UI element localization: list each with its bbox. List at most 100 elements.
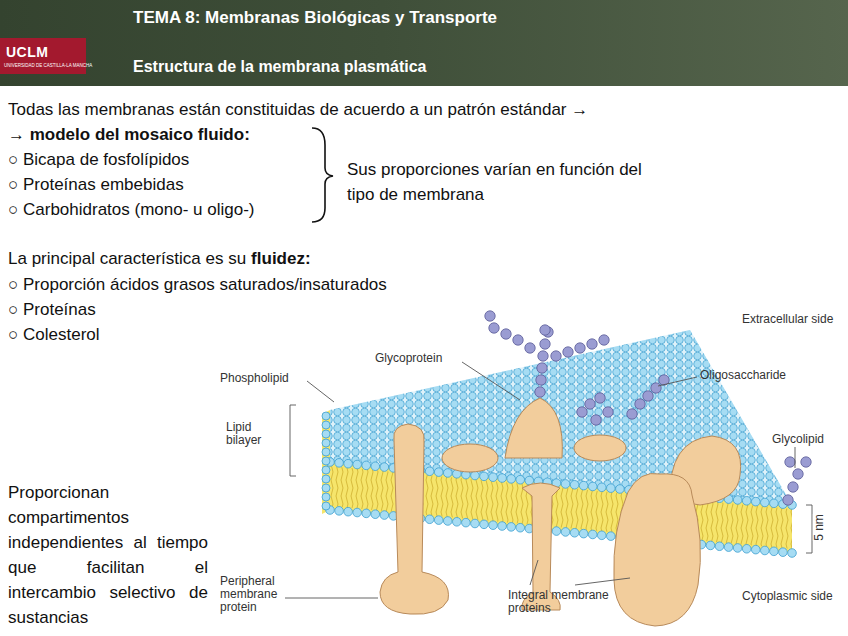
phospholipid-head bbox=[471, 519, 480, 528]
slide-subtitle: Estructura de la membrana plasmática bbox=[133, 58, 426, 76]
logo-text: UCLM bbox=[6, 44, 48, 60]
phospholipid-head bbox=[579, 529, 588, 538]
sugar-unit bbox=[635, 399, 645, 409]
phospholipid-head bbox=[335, 507, 344, 516]
sugar-unit bbox=[651, 383, 661, 393]
bilayer-cap bbox=[322, 410, 330, 514]
body-paragraph: Proporcionan compartimentos independient… bbox=[8, 480, 208, 630]
phospholipid-head bbox=[597, 531, 606, 540]
body-text: fluidez: bbox=[251, 246, 311, 271]
sugar-unit bbox=[785, 457, 795, 467]
dimension-label: 5 nm bbox=[813, 514, 826, 541]
phospholipid-head bbox=[751, 545, 760, 554]
phospholipid-head bbox=[322, 484, 330, 492]
sugar-unit bbox=[538, 351, 548, 361]
phospholipid-head bbox=[322, 493, 330, 501]
sugar-unit bbox=[485, 311, 495, 321]
phospholipid-head bbox=[362, 461, 371, 470]
phospholipid-head bbox=[779, 548, 788, 557]
phospholipid-head bbox=[607, 484, 616, 493]
phospholipid-head bbox=[322, 502, 330, 510]
glycoprotein-body bbox=[505, 398, 562, 458]
leader-line bbox=[575, 578, 630, 585]
figure-label: Peripheral membrane protein bbox=[220, 575, 286, 614]
phospholipid-head bbox=[715, 542, 724, 551]
sugar-unit bbox=[643, 391, 653, 401]
sugar-unit bbox=[587, 339, 597, 349]
leader-line bbox=[462, 362, 520, 400]
sugar-unit bbox=[627, 409, 637, 419]
sugar-unit bbox=[537, 363, 547, 373]
body-text: Todas las membranas están constituidas d… bbox=[8, 97, 588, 122]
leader-line bbox=[658, 377, 697, 386]
proteins bbox=[380, 398, 741, 626]
phospholipid-head bbox=[380, 511, 389, 520]
phospholipid-head bbox=[353, 460, 362, 469]
phospholipid-head bbox=[507, 523, 516, 532]
phospholipid-head bbox=[507, 475, 516, 484]
phospholipid-head bbox=[453, 518, 462, 527]
sugar-unit bbox=[525, 343, 535, 353]
sugar-unit bbox=[540, 325, 550, 335]
logo-subtext: UNIVERSIDAD DE CASTILLA-LA MANCHA bbox=[4, 63, 92, 68]
phospholipid-head bbox=[770, 499, 779, 508]
phospholipid-head bbox=[770, 547, 779, 556]
sugar-unit bbox=[603, 407, 613, 417]
phospholipid-head bbox=[434, 516, 443, 525]
phospholipid-head bbox=[607, 532, 616, 541]
leader-line bbox=[307, 381, 334, 402]
sugar-unit bbox=[501, 329, 511, 339]
phospholipid-head bbox=[724, 543, 733, 552]
phospholipid-head bbox=[570, 480, 579, 489]
peripheral-protein bbox=[380, 424, 448, 614]
integral-protein bbox=[574, 435, 626, 461]
phospholipid-head bbox=[380, 463, 389, 472]
phospholipid-head bbox=[498, 474, 507, 483]
sugar-unit bbox=[577, 407, 587, 417]
phospholipid-head bbox=[480, 520, 489, 529]
slide-title: TEMA 8: Membranas Biológicas y Transport… bbox=[133, 8, 497, 28]
sugar-unit bbox=[489, 323, 499, 333]
thickness-bracket bbox=[806, 505, 812, 553]
sugar-unit bbox=[535, 387, 545, 397]
phospholipid-head bbox=[498, 522, 507, 531]
phospholipid-head bbox=[471, 471, 480, 480]
phospholipid-head bbox=[788, 549, 797, 558]
phospholipid-head bbox=[516, 523, 525, 532]
phospholipid-head bbox=[751, 497, 760, 506]
phospholipid-head bbox=[322, 475, 330, 483]
phospholipid-head bbox=[322, 421, 330, 429]
phospholipid-head bbox=[322, 430, 330, 438]
figure-label: Cytoplasmic side bbox=[742, 590, 834, 603]
phospholipid-head bbox=[443, 517, 452, 526]
phospholipid-head bbox=[561, 480, 570, 489]
figure-label: Extracellular side bbox=[742, 313, 834, 326]
phospholipid-head bbox=[462, 518, 471, 527]
phospholipid-head bbox=[344, 459, 353, 468]
body-text: → modelo del mosaico fluido: bbox=[8, 122, 250, 147]
oligosaccharide-chains bbox=[485, 311, 811, 505]
phospholipid-head bbox=[761, 498, 770, 507]
phospholipid-head bbox=[588, 482, 597, 491]
body-text: La principal característica es su bbox=[8, 246, 246, 271]
leader-lines bbox=[285, 362, 812, 598]
sugar-unit bbox=[575, 343, 585, 353]
integral-protein bbox=[614, 473, 701, 626]
brace-note: Sus proporciones varían en función del t… bbox=[347, 157, 667, 207]
phospholipid-head bbox=[322, 412, 330, 420]
bullet-item: ○ Carbohidratos (mono- u oligo-) bbox=[8, 197, 254, 222]
phospholipid-head bbox=[561, 528, 570, 537]
phospholipid-head bbox=[616, 485, 625, 494]
phospholipid-head bbox=[353, 508, 362, 517]
phospholipid-head bbox=[570, 528, 579, 537]
sugar-unit bbox=[793, 469, 803, 479]
bullet-item: ○ Bicapa de fosfolípidos bbox=[8, 147, 189, 172]
sugar-unit bbox=[536, 375, 546, 385]
phospholipid-head bbox=[489, 473, 498, 482]
phospholipid-head bbox=[371, 510, 380, 519]
phospholipid-head bbox=[597, 483, 606, 492]
phospholipid-head bbox=[335, 459, 344, 468]
phospholipid-head bbox=[344, 507, 353, 516]
phospholipid-head bbox=[742, 496, 751, 505]
sugar-unit bbox=[513, 335, 523, 345]
